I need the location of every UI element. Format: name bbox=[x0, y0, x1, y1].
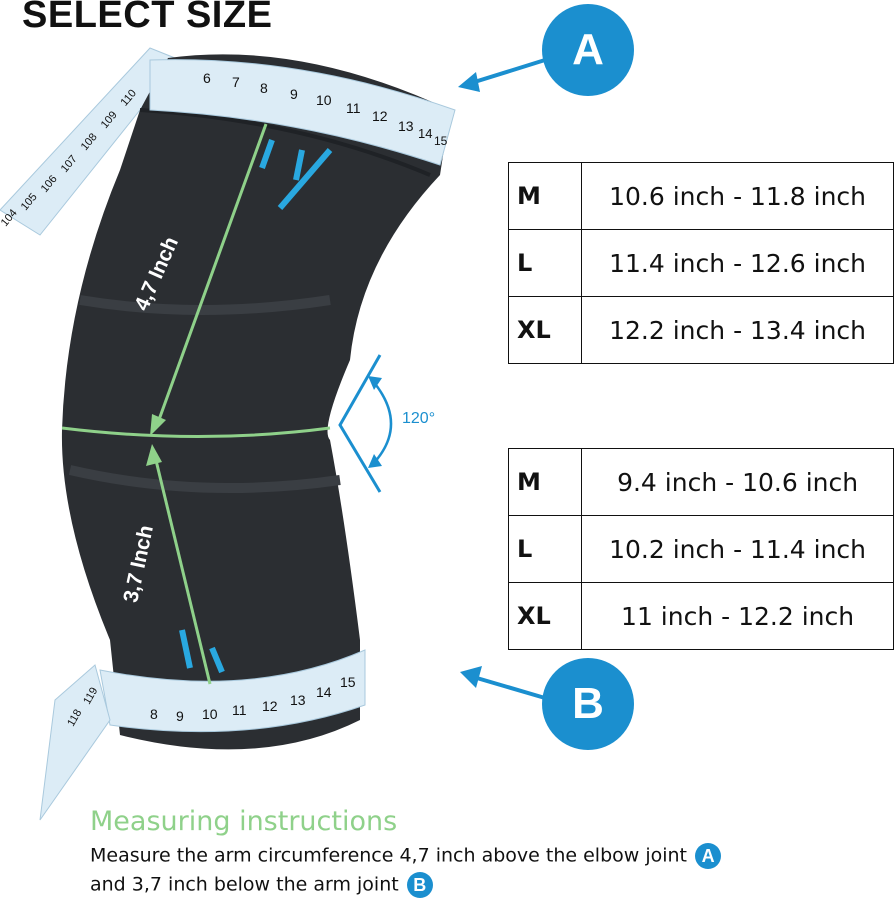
badge-a: A bbox=[542, 4, 634, 96]
size-range: 12.2 inch - 13.4 inch bbox=[581, 296, 894, 364]
instructions-text: and 3,7 inch below the arm joint bbox=[90, 873, 399, 896]
tape-number: 12 bbox=[262, 698, 278, 714]
tape-number: 13 bbox=[290, 692, 306, 708]
size-table-b: M 9.4 inch - 10.6 inch L 10.2 inch - 11.… bbox=[507, 448, 894, 650]
pointer-arrows bbox=[458, 58, 546, 700]
tape-number: 9 bbox=[176, 708, 184, 724]
tape-number: 10 bbox=[202, 706, 218, 722]
size-label: M bbox=[507, 448, 583, 516]
tape-number: 12 bbox=[372, 108, 388, 124]
sleeve-body bbox=[61, 54, 451, 750]
size-label: L bbox=[507, 515, 583, 583]
tape-number: 15 bbox=[434, 134, 448, 148]
size-label: L bbox=[507, 229, 583, 297]
tape-number: 11 bbox=[346, 100, 361, 116]
size-range: 11.4 inch - 12.6 inch bbox=[581, 229, 894, 297]
mini-badge-a: A bbox=[695, 843, 722, 869]
tape-number: 6 bbox=[203, 70, 211, 86]
page-title: SELECT SIZE bbox=[22, 0, 273, 36]
tape-number: 11 bbox=[232, 702, 247, 718]
mini-badge-b: B bbox=[406, 872, 433, 898]
size-range: 10.2 inch - 11.4 inch bbox=[581, 515, 894, 583]
table-row: M 9.4 inch - 10.6 inch bbox=[507, 448, 894, 516]
table-row: L 10.2 inch - 11.4 inch bbox=[507, 515, 894, 583]
table-row: M 10.6 inch - 11.8 inch bbox=[507, 162, 894, 230]
instructions-heading: Measuring instructions bbox=[90, 806, 398, 837]
tape-number: 9 bbox=[290, 86, 298, 102]
measuring-tape-bottom bbox=[39, 649, 366, 821]
size-range: 11 inch - 12.2 inch bbox=[581, 582, 894, 650]
size-label: XL bbox=[507, 582, 583, 650]
tape-number: 14 bbox=[316, 684, 332, 700]
tape-number: 10 bbox=[316, 92, 332, 108]
badge-b: B bbox=[542, 658, 634, 750]
measurement-guides bbox=[61, 123, 331, 685]
instructions-line-1: Measure the arm circumference 4,7 inch a… bbox=[90, 843, 722, 869]
blue-accent-stripes bbox=[179, 138, 333, 674]
tape-number: 8 bbox=[260, 80, 268, 96]
measuring-tape-top bbox=[149, 59, 456, 166]
angle-indicator bbox=[338, 354, 393, 493]
tape-number: 13 bbox=[398, 118, 414, 134]
table-row: L 11.4 inch - 12.6 inch bbox=[507, 229, 894, 297]
size-label: M bbox=[507, 162, 583, 230]
table-row: XL 11 inch - 12.2 inch bbox=[507, 582, 894, 650]
angle-label: 120° bbox=[402, 410, 436, 427]
tape-number: 15 bbox=[340, 674, 356, 690]
size-range: 10.6 inch - 11.8 inch bbox=[581, 162, 894, 230]
instructions-line-2: and 3,7 inch below the arm joint B bbox=[90, 872, 433, 898]
instructions-text: Measure the arm circumference 4,7 inch a… bbox=[90, 844, 688, 867]
table-row: XL 12.2 inch - 13.4 inch bbox=[507, 296, 894, 364]
size-table-a: M 10.6 inch - 11.8 inch L 11.4 inch - 12… bbox=[507, 162, 894, 364]
tape-number: 8 bbox=[150, 706, 158, 722]
size-range: 9.4 inch - 10.6 inch bbox=[581, 448, 894, 516]
size-label: XL bbox=[507, 296, 583, 364]
tape-number: 14 bbox=[418, 126, 433, 141]
tape-number: 7 bbox=[232, 74, 240, 90]
